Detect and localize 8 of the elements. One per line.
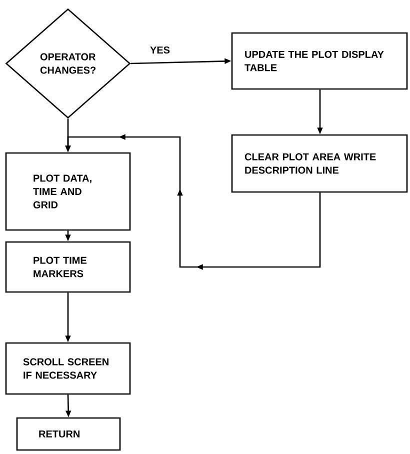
process-box: UPDATE THE PLOT DISPLAY TABLE	[231, 32, 408, 90]
process-box: PLOT TIME MARKERS	[5, 241, 131, 293]
process-box: SCROLL SCREEN IF NECESSARY	[5, 342, 131, 395]
process-box: CLEAR PLOT AREA WRITE DESCRIPTION LINE	[231, 134, 408, 193]
process-box: PLOT DATA, TIME AND GRID	[5, 152, 131, 231]
edge-label: YES	[148, 45, 172, 55]
arrow	[65, 134, 321, 270]
process-box: RETURN	[16, 417, 121, 451]
